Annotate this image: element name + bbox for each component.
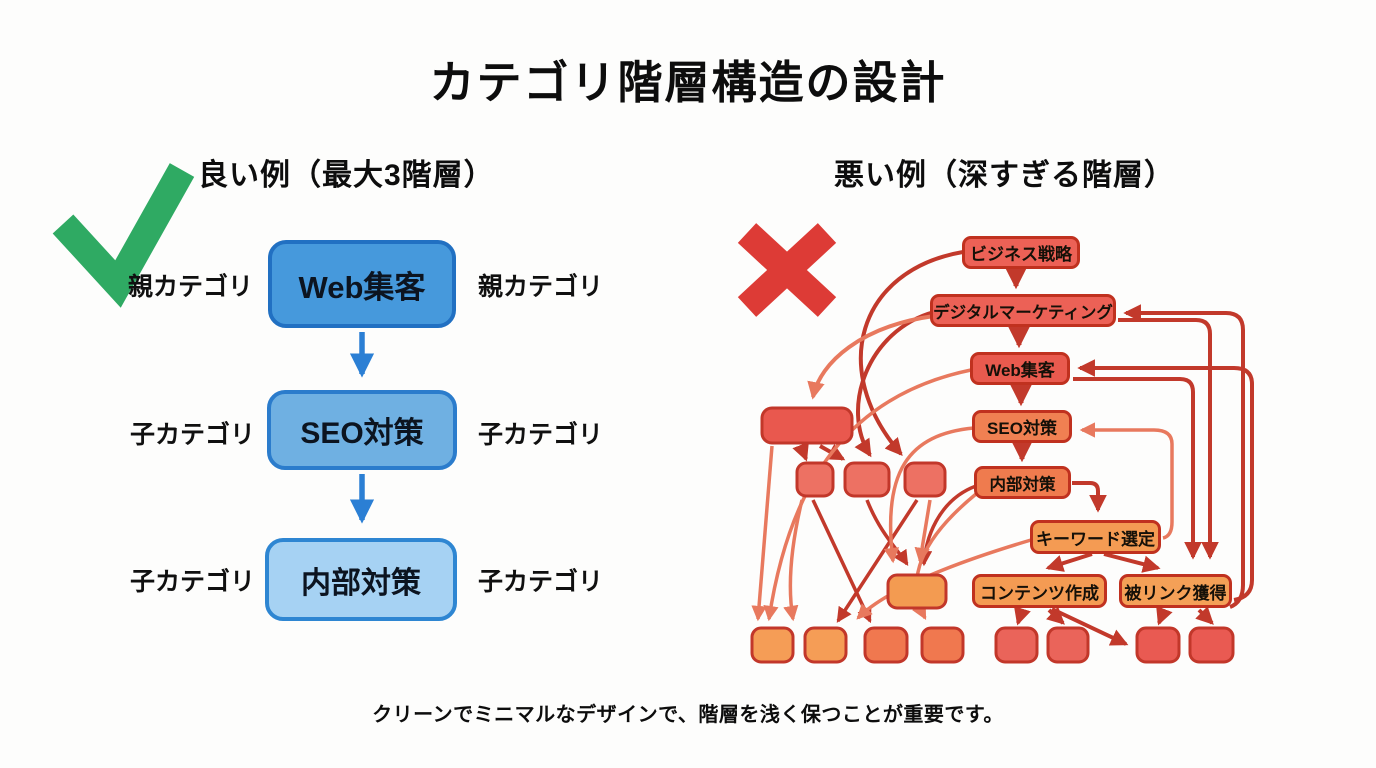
unlabeled-node [803, 626, 848, 664]
bad-node-web: Web集客 [970, 352, 1070, 385]
unlabeled-node [1135, 626, 1181, 664]
cross-icon [737, 223, 837, 317]
good-example-heading: 良い例（最大3階層） [198, 159, 495, 192]
unlabeled-node [903, 461, 947, 498]
side-label-child-right-1: 子カテゴリ [478, 421, 604, 449]
side-label-parent-left: 親カテゴリ [128, 273, 254, 301]
bad-node-seo: SEO対策 [972, 410, 1072, 443]
unlabeled-node [760, 406, 854, 445]
unlabeled-node [1188, 626, 1235, 664]
unlabeled-node [920, 626, 965, 664]
unlabeled-node [750, 626, 795, 664]
unlabeled-node [994, 626, 1039, 664]
side-label-parent-right: 親カテゴリ [478, 273, 604, 301]
check-icon [52, 163, 195, 308]
footer-note: クリーンでミニマルなデザインで、階層を浅く保つことが重要です。 [372, 704, 1004, 726]
bad-node-internal: 内部対策 [974, 466, 1071, 499]
side-label-child-right-2: 子カテゴリ [478, 568, 604, 596]
unlabeled-node [863, 626, 909, 664]
bad-arrows-dark [792, 250, 1254, 646]
bad-example-heading: 悪い例（深すぎる階層） [834, 159, 1175, 192]
good-node-naibu: 内部対策 [265, 538, 457, 621]
bad-node-keyword-selection: キーワード選定 [1030, 520, 1161, 554]
bad-node-content-creation: コンテンツ作成 [972, 574, 1107, 608]
unlabeled-node [1046, 626, 1090, 664]
unlabeled-node [843, 461, 891, 498]
unlabeled-node [886, 573, 948, 610]
unlabeled-node [795, 461, 835, 498]
bad-node-backlink: 被リンク獲得 [1119, 574, 1232, 608]
page-title: カテゴリ階層構造の設計 [429, 57, 947, 108]
unlabeled-nodes [750, 406, 1235, 664]
good-node-web: Web集客 [268, 240, 456, 328]
side-label-child-left-2: 子カテゴリ [130, 568, 256, 596]
bad-node-business-strategy: ビジネス戦略 [962, 236, 1080, 269]
good-node-seo: SEO対策 [267, 390, 457, 470]
side-label-child-left-1: 子カテゴリ [130, 421, 256, 449]
bad-node-digital-marketing: デジタルマーケティング [930, 294, 1116, 327]
